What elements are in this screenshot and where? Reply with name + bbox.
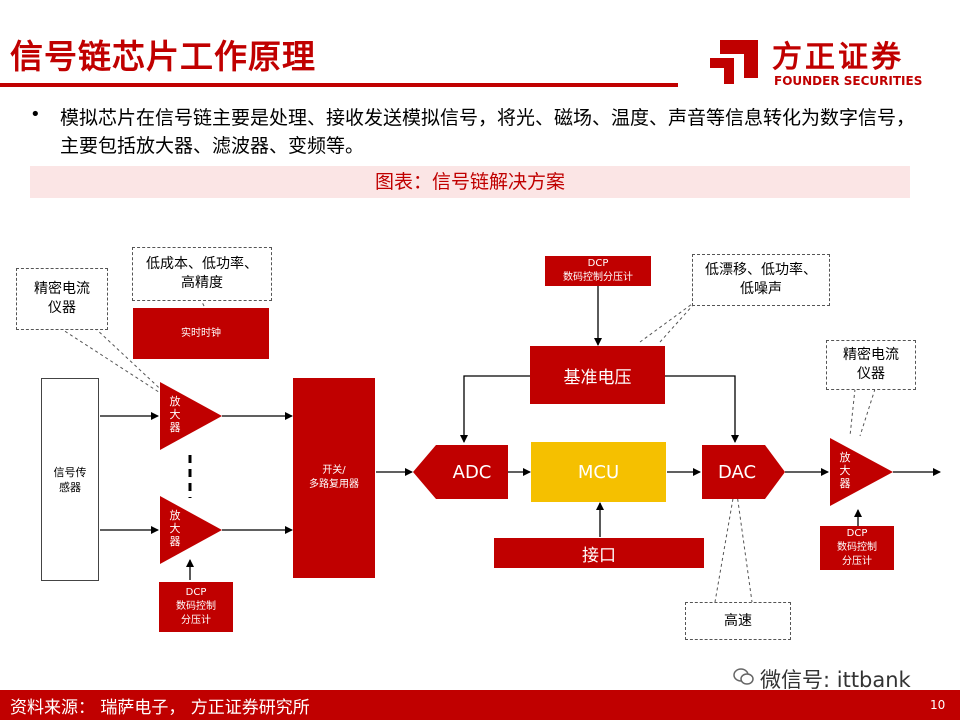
- amplifier-lower: [160, 496, 222, 564]
- footer-bar: [0, 690, 960, 720]
- bullet-marker: •: [30, 104, 41, 125]
- adc-shape: [413, 445, 508, 499]
- wechat-watermark: 微信号: ittbank: [760, 668, 911, 692]
- title-underline: [0, 83, 678, 87]
- realtime-clock-block: 实时时钟: [133, 308, 269, 359]
- note-low-cost: 低成本、低功率、 高精度: [132, 247, 272, 301]
- footer-source: 资料来源： 瑞萨电子， 方正证券研究所: [10, 698, 310, 718]
- wechat-icon: [733, 668, 754, 685]
- amplifier-right-label: 放 大 器: [839, 451, 851, 490]
- callout-lines: [59, 297, 876, 603]
- note-precision-meter-right: 精密电流 仪器: [826, 340, 916, 390]
- dcp-top-block: DCP 数码控制分压计: [545, 256, 651, 286]
- note-low-drift: 低漂移、低功率、 低噪声: [692, 254, 830, 306]
- note-high-speed: 高速: [685, 602, 791, 640]
- mux-block: 开关/ 多路复用器: [293, 378, 375, 578]
- amplifier-lower-label: 放 大 器: [169, 509, 181, 548]
- bullet-text: 模拟芯片在信号链主要是处理、接收发送模拟信号，将光、磁场、温度、声音等信息转化为…: [60, 107, 916, 157]
- founder-logo-icon: [710, 40, 758, 84]
- dac-label: DAC: [717, 461, 757, 483]
- logo-english-name: FOUNDER SECURITIES: [774, 74, 923, 88]
- amplifier-upper: [160, 382, 222, 450]
- page-number: 10: [930, 698, 946, 712]
- caption-band: [30, 166, 910, 198]
- note-precision-meter-left: 精密电流 仪器: [16, 268, 108, 330]
- amplifier-upper-label: 放 大 器: [169, 395, 181, 434]
- interface-block: 接口: [494, 538, 704, 568]
- reference-voltage-block: 基准电压: [530, 346, 665, 404]
- amplifier-right: [830, 438, 893, 506]
- mcu-block: MCU: [531, 442, 666, 502]
- adc-label: ADC: [452, 461, 492, 483]
- sensor-block: 信号传 感器: [41, 378, 99, 581]
- page-title: 信号链芯片工作原理: [10, 37, 316, 76]
- logo-chinese-name: 方正证券: [772, 40, 904, 75]
- dcp-right-block: DCP 数码控制 分压计: [820, 526, 894, 570]
- dcp-left-block: DCP 数码控制 分压计: [159, 582, 233, 632]
- figure-caption: 图表：信号链解决方案: [374, 171, 565, 193]
- dac-shape: [702, 445, 785, 499]
